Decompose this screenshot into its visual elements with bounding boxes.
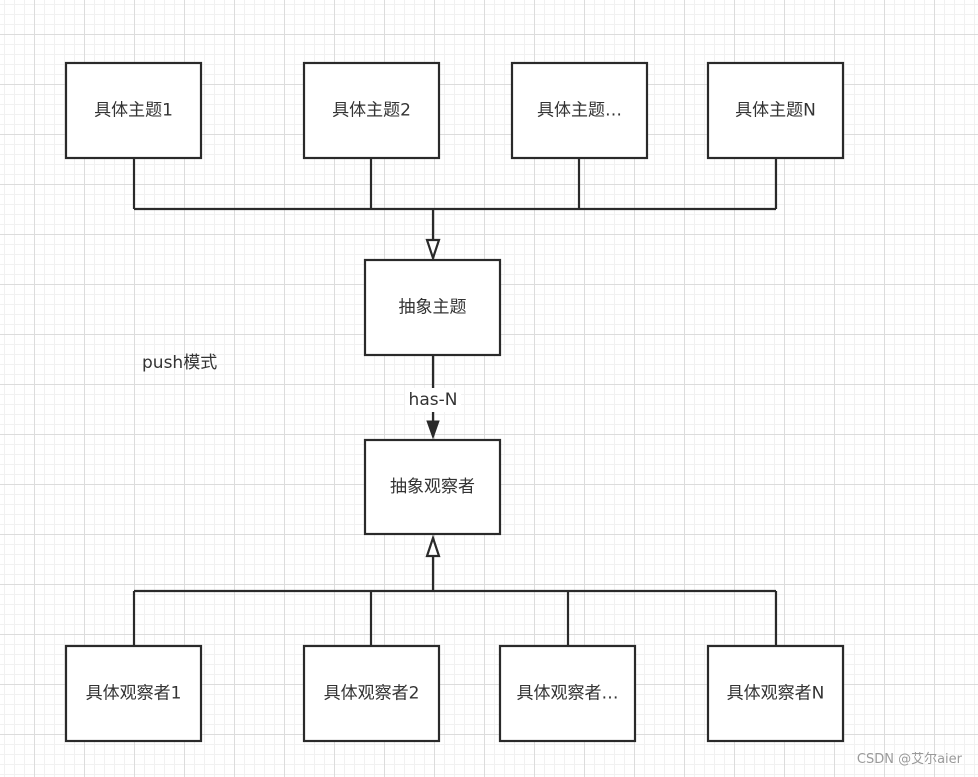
mode-label: push模式 — [142, 353, 218, 373]
association-connector: has-N — [405, 355, 461, 440]
generalization-arrowhead-observer — [425, 534, 441, 558]
node-label: 具体观察者… — [517, 684, 619, 704]
abstract-subject-node[interactable]: 抽象主题 — [363, 258, 502, 357]
node-label: 具体主题1 — [94, 101, 173, 121]
node-label: 具体主题2 — [332, 101, 411, 121]
concrete-observer-node[interactable]: 具体观察者… — [498, 644, 637, 743]
node-label: 具体观察者2 — [324, 684, 420, 704]
relation-label: has-N — [409, 390, 458, 410]
node-label: 抽象观察者 — [390, 477, 475, 497]
concrete-observer-node[interactable]: 具体观察者N — [706, 644, 845, 743]
concrete-subject-node[interactable]: 具体主题… — [510, 61, 649, 160]
observer-connectors — [132, 534, 778, 645]
subject-connectors — [132, 158, 778, 262]
concrete-subject-node[interactable]: 具体主题1 — [64, 61, 203, 160]
concrete-subject-node[interactable]: 具体主题2 — [302, 61, 441, 160]
node-label: 具体观察者N — [727, 684, 825, 704]
association-arrowhead — [426, 420, 440, 440]
generalization-arrowhead-subject — [425, 238, 441, 262]
csdn-watermark: CSDN @艾尔aier — [856, 752, 962, 767]
concrete-observer-node[interactable]: 具体观察者2 — [302, 644, 441, 743]
abstract-observer-node[interactable]: 抽象观察者 — [363, 438, 502, 536]
concrete-subject-node[interactable]: 具体主题N — [706, 61, 845, 160]
node-label: 具体观察者1 — [86, 684, 182, 704]
node-label: 具体主题N — [735, 101, 816, 121]
node-label: 具体主题… — [537, 101, 622, 121]
concrete-observer-node[interactable]: 具体观察者1 — [64, 644, 203, 743]
node-label: 抽象主题 — [399, 298, 467, 318]
